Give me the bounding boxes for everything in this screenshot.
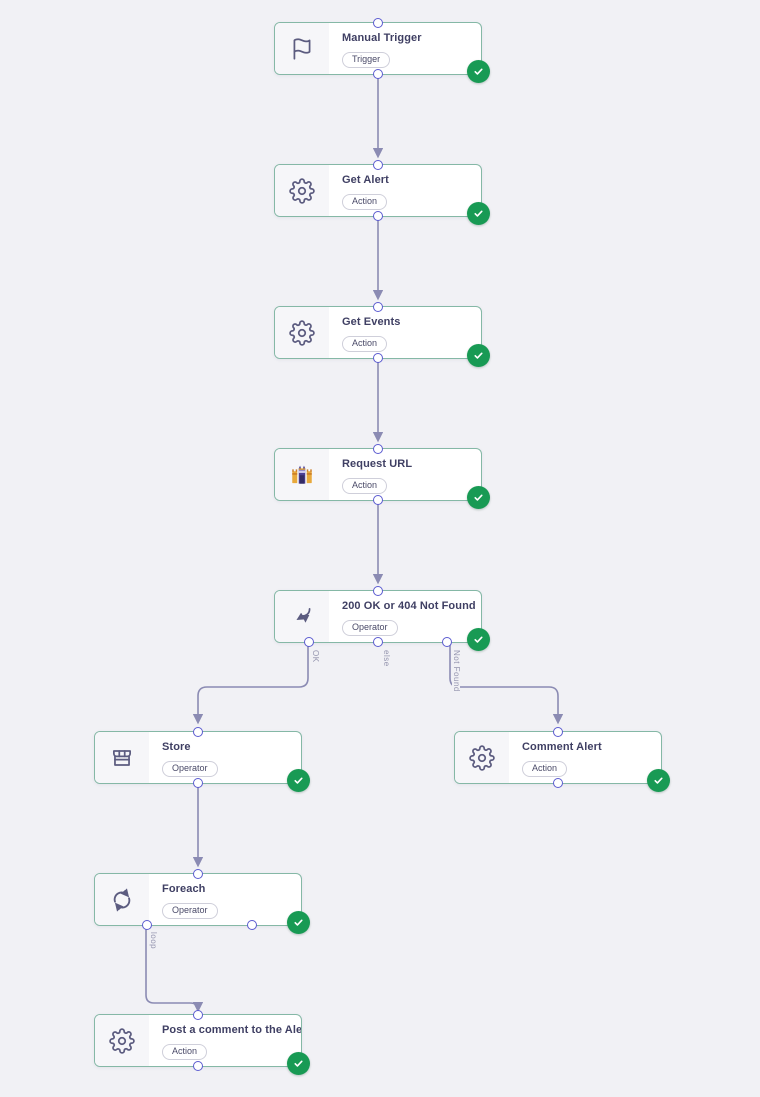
success-check-icon <box>647 769 670 792</box>
port-bottom-not-found[interactable] <box>441 637 452 647</box>
port-top[interactable] <box>373 586 383 596</box>
port-top[interactable] <box>193 869 203 879</box>
port-bottom[interactable] <box>373 353 383 363</box>
success-check-icon <box>287 769 310 792</box>
workflow-node-post-comment-alert[interactable]: Post a comment to the Alert Action <box>94 1010 310 1075</box>
edge-branch-ok-to-store[interactable] <box>192 644 309 725</box>
node-title: 200 OK or 404 Not Found <box>342 600 476 612</box>
node-type-badge: Action <box>522 761 568 777</box>
port-bottom-ok[interactable] <box>304 637 315 647</box>
port-top[interactable] <box>373 302 383 312</box>
workflow-node-foreach[interactable]: Foreach Operator <box>94 869 310 934</box>
node-icon-panel <box>95 732 149 783</box>
edge-label-else: else <box>382 648 391 669</box>
edge-foreach-loop-to-post-comment[interactable] <box>145 927 204 1013</box>
port-bottom[interactable] <box>193 778 203 788</box>
port-bottom[interactable] <box>373 495 383 505</box>
branch-icon <box>296 607 311 623</box>
port-bottom-else[interactable] <box>373 637 383 647</box>
node-type-badge: Trigger <box>342 52 391 68</box>
port-top[interactable] <box>373 18 383 28</box>
success-check-icon <box>467 486 490 509</box>
node-title: Get Events <box>342 316 401 328</box>
gear-icon <box>289 319 315 346</box>
node-type-badge: Action <box>162 1044 208 1060</box>
edge-label-loop: loop <box>149 930 158 952</box>
node-title: Store <box>162 741 191 753</box>
node-type-badge: Action <box>342 194 388 210</box>
success-check-icon <box>287 911 310 934</box>
workflow-node-store[interactable]: Store Operator <box>94 727 310 792</box>
port-bottom[interactable] <box>193 1061 203 1071</box>
workflow-node-http-status-branch[interactable]: 200 OK or 404 Not Found Operator <box>274 586 490 651</box>
node-type-badge: Action <box>342 478 388 494</box>
node-icon-panel <box>275 307 329 358</box>
node-type-badge: Operator <box>342 620 398 636</box>
node-type-badge: Action <box>342 336 388 352</box>
workflow-node-manual-trigger[interactable]: Manual Trigger Trigger <box>274 18 490 83</box>
gear-icon <box>109 1027 135 1054</box>
node-title: Comment Alert <box>522 741 602 753</box>
flag-icon <box>293 37 311 60</box>
port-bottom[interactable] <box>373 211 383 221</box>
port-top[interactable] <box>553 727 563 737</box>
gear-icon <box>469 744 495 771</box>
node-icon-panel <box>455 732 509 783</box>
node-icon-panel <box>275 591 329 642</box>
edge-label-ok: OK <box>311 648 320 665</box>
loop-icon <box>113 887 131 912</box>
success-check-icon <box>467 202 490 225</box>
workflow-node-get-alert[interactable]: Get Alert Action <box>274 160 490 225</box>
workflow-node-comment-alert[interactable]: Comment Alert Action <box>454 727 670 792</box>
node-icon-panel <box>275 165 329 216</box>
port-top[interactable] <box>373 160 383 170</box>
node-icon-panel <box>275 449 329 500</box>
workflow-node-get-events[interactable]: Get Events Action <box>274 302 490 367</box>
port-top[interactable] <box>373 444 383 454</box>
node-title: Post a comment to the Alert <box>162 1024 301 1036</box>
port-top[interactable] <box>193 727 203 737</box>
workflow-node-request-url[interactable]: Request URL Action <box>274 444 490 509</box>
node-title: Foreach <box>162 883 206 895</box>
edge-branch-notfound-to-comment-alert[interactable] <box>449 644 564 725</box>
node-icon-panel <box>95 874 149 925</box>
node-type-badge: Operator <box>162 903 218 919</box>
gear-icon <box>289 177 315 204</box>
node-icon-panel <box>275 23 329 74</box>
success-check-icon <box>467 344 490 367</box>
node-title: Manual Trigger <box>342 32 422 44</box>
port-top[interactable] <box>193 1010 203 1020</box>
node-title: Get Alert <box>342 174 389 186</box>
success-check-icon <box>467 60 490 83</box>
port-bottom-loop[interactable] <box>141 920 152 930</box>
store-icon <box>113 749 131 766</box>
llama-app-icon <box>292 465 312 484</box>
success-check-icon <box>467 628 490 651</box>
node-title: Request URL <box>342 458 413 470</box>
port-bottom[interactable] <box>553 778 563 788</box>
node-icon-panel <box>95 1015 149 1066</box>
node-type-badge: Operator <box>162 761 218 777</box>
port-bottom-done[interactable] <box>246 920 257 930</box>
port-bottom[interactable] <box>373 69 383 79</box>
success-check-icon <box>287 1052 310 1075</box>
edge-label-not-found: Not Found <box>452 648 461 694</box>
